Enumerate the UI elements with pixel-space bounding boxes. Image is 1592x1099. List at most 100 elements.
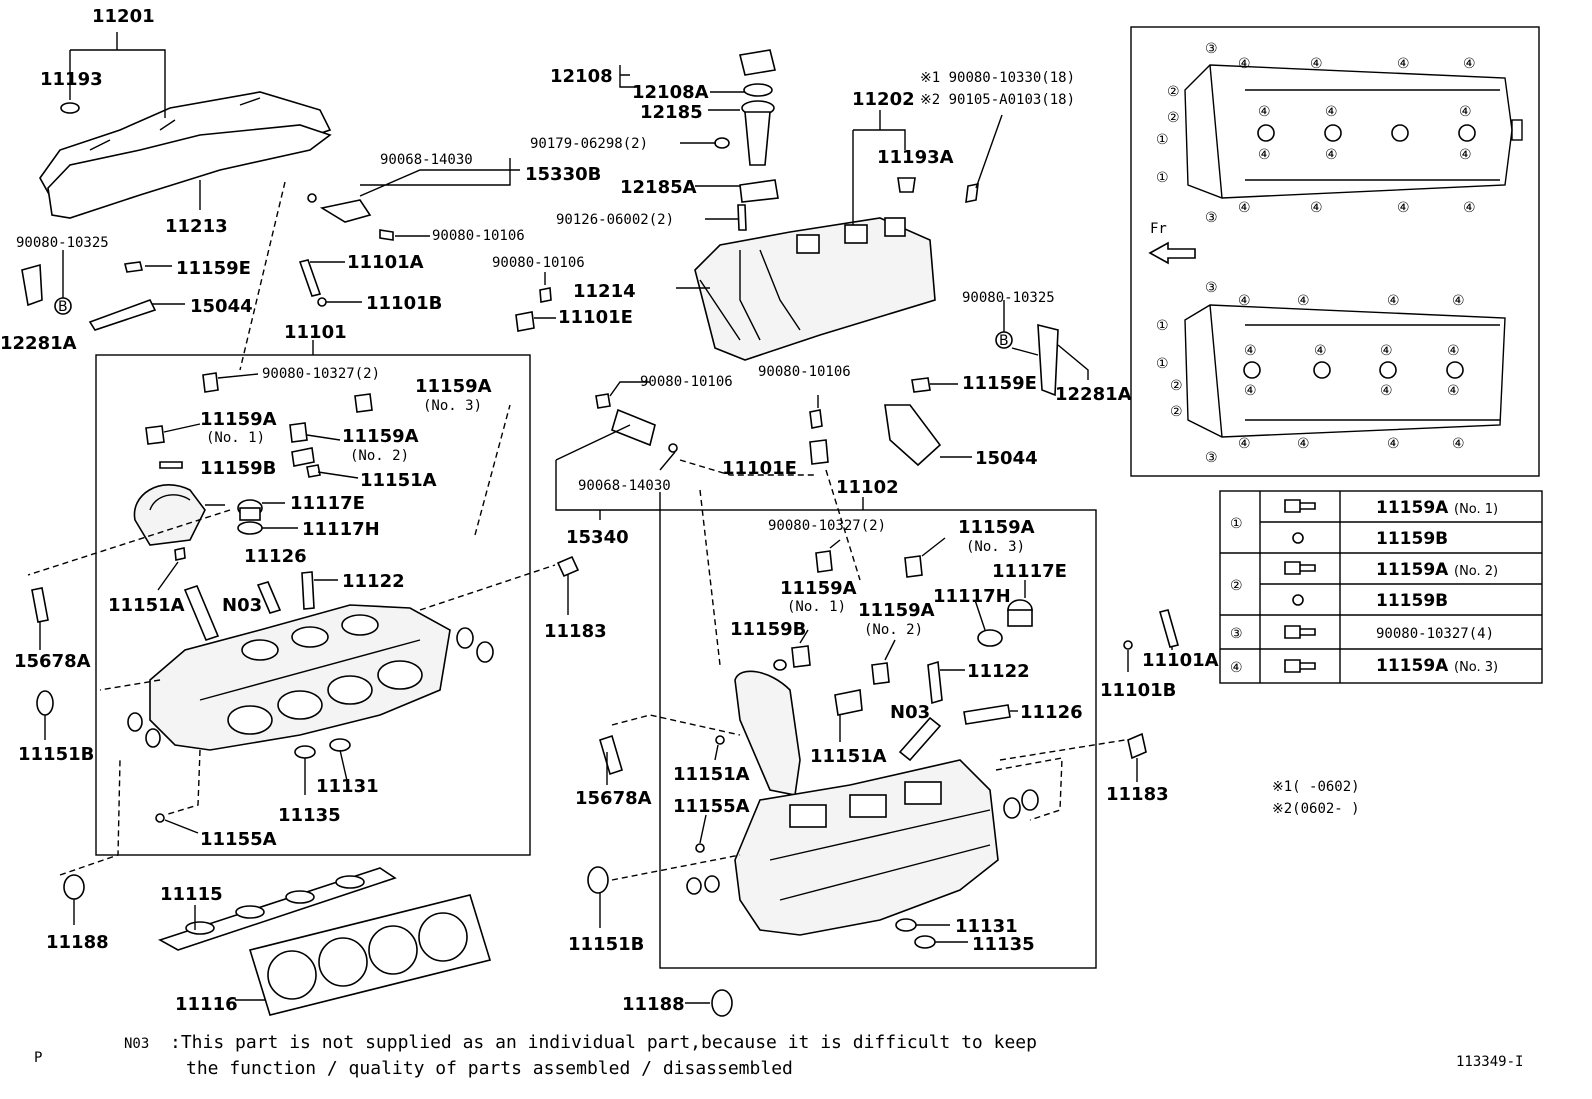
label-11101A-right: 11101A [1142,650,1219,671]
label-11117H-right: 11117H [933,586,1011,607]
label-11117E-right: 11117E [992,561,1067,582]
svg-text:③: ③ [1205,450,1218,466]
label-11135-right: 11135 [972,934,1035,955]
svg-text:④: ④ [1244,383,1257,399]
label-12185A: 12185A [620,177,697,198]
label-90080-10106-b: 90080-10106 [492,255,585,271]
label-90080-10325-left: 90080-10325 [16,235,109,251]
label-11201: 11201 [92,6,155,27]
label-15678A-left: 15678A [14,651,91,672]
legend-num-2: ② [1230,578,1243,594]
legend-part-2b: 11159B [1376,591,1448,611]
label-no3-left: (No. 3) [423,398,482,414]
svg-text:③: ③ [1205,210,1218,226]
label-15340: 15340 [566,527,629,548]
svg-text:④: ④ [1325,104,1338,120]
label-no2-right: (No. 2) [864,622,923,638]
label-N03-left: N03 [222,595,262,616]
label-12108A: 12108A [632,82,709,103]
svg-text:④: ④ [1297,293,1310,309]
label-11151B-right: 11151B [568,934,644,955]
label-11101A-left: 11101A [347,252,424,273]
footnote-code: N03 [124,1036,149,1052]
label-90080-10327-right: 90080-10327(2) [768,518,886,534]
label-11151A-left-2: 11151A [108,595,185,616]
cylinder-head-right [734,759,999,936]
svg-text:B: B [999,333,1009,349]
bolt-pattern-bottom [1184,304,1506,438]
label-15678A-right: 15678A [575,788,652,809]
bolt-icon [124,261,143,273]
svg-text:④: ④ [1314,343,1327,359]
label-11159B-left: 11159B [200,458,276,479]
svg-text:④: ④ [1310,200,1323,216]
label-11131-left: 11131 [316,776,379,797]
label-no1-right: (No. 1) [787,599,846,615]
label-11151B-left: 11151B [18,744,94,765]
legend-part-1b: 11159B [1376,529,1448,549]
svg-text:④: ④ [1258,147,1271,163]
svg-text:④: ④ [1459,147,1472,163]
cap-gasket-icon [60,102,80,114]
label-11151A-left-1: 11151A [360,470,437,491]
label-11135-left: 11135 [278,805,341,826]
label-11101: 11101 [284,322,347,343]
svg-text:②: ② [1167,110,1180,126]
label-90179-06298: 90179-06298(2) [530,136,648,152]
legend-part-1: 11159A [1376,498,1449,518]
label-11159A-no2-left: 11159A [342,426,419,447]
svg-text:④: ④ [1452,293,1465,309]
front-arrow-icon [1148,241,1196,265]
label-90080-10106-c: 90080-10106 [640,374,733,390]
gasket-11116 [248,894,492,1016]
svg-text:④: ④ [1297,436,1310,452]
label-12108: 12108 [550,66,613,87]
label-11122-left: 11122 [342,571,405,592]
cam-housing-cap-right [734,670,801,796]
label-11101B-right: 11101B [1100,680,1176,701]
svg-text:④: ④ [1397,56,1410,72]
label-11159A-no1-left: 11159A [200,409,277,430]
svg-text:④: ④ [1452,436,1465,452]
label-11117H-left: 11117H [302,519,380,540]
svg-text:④: ④ [1238,200,1251,216]
diagram-id: 113349-I [1456,1054,1523,1070]
label-11117E-left: 11117E [290,493,365,514]
svg-text:④: ④ [1244,343,1257,359]
label-11159A-no3-left: 11159A [415,376,492,397]
label-11159A-no2-right: 11159A [858,600,935,621]
legend-note-2: (No. 2) [1454,564,1498,579]
label-12185: 12185 [640,102,703,123]
legend-num-4: ④ [1230,660,1243,676]
svg-text:④: ④ [1310,56,1323,72]
label-90126-06002: 90126-06002(2) [556,212,674,228]
label-90068-14030-top: 90068-14030 [380,152,473,168]
label-11214: 11214 [573,281,636,302]
oil-control-valve-icon [319,199,372,223]
svg-text:④: ④ [1238,293,1251,309]
label-11126-right: 11126 [1020,702,1083,723]
svg-text:④: ④ [1387,293,1400,309]
svg-text:④: ④ [1463,56,1476,72]
svg-text:④: ④ [1447,383,1460,399]
label-ref2: ※2 90105-A0103(18) [920,92,1075,108]
label-no3-right: (No. 3) [966,539,1025,555]
label-11183-right: 11183 [1106,784,1169,805]
label-front: Fr [1150,221,1167,237]
svg-text:④: ④ [1387,436,1400,452]
label-11131-right: 11131 [955,916,1018,937]
legend-num-3: ③ [1230,626,1243,642]
label-11155A-left: 11155A [200,829,277,850]
oil-filler-cap-icon [739,49,776,76]
svg-text:②: ② [1167,84,1180,100]
label-11188-right: 11188 [622,994,685,1015]
plug-11188-left [63,874,85,900]
label-11193: 11193 [40,69,103,90]
label-11122-right: 11122 [967,661,1030,682]
bracket-icon [21,263,43,307]
cam-housing-cap-left [133,484,206,546]
label-11159E-left: 11159E [176,258,251,279]
gasket-11115 [158,867,397,951]
